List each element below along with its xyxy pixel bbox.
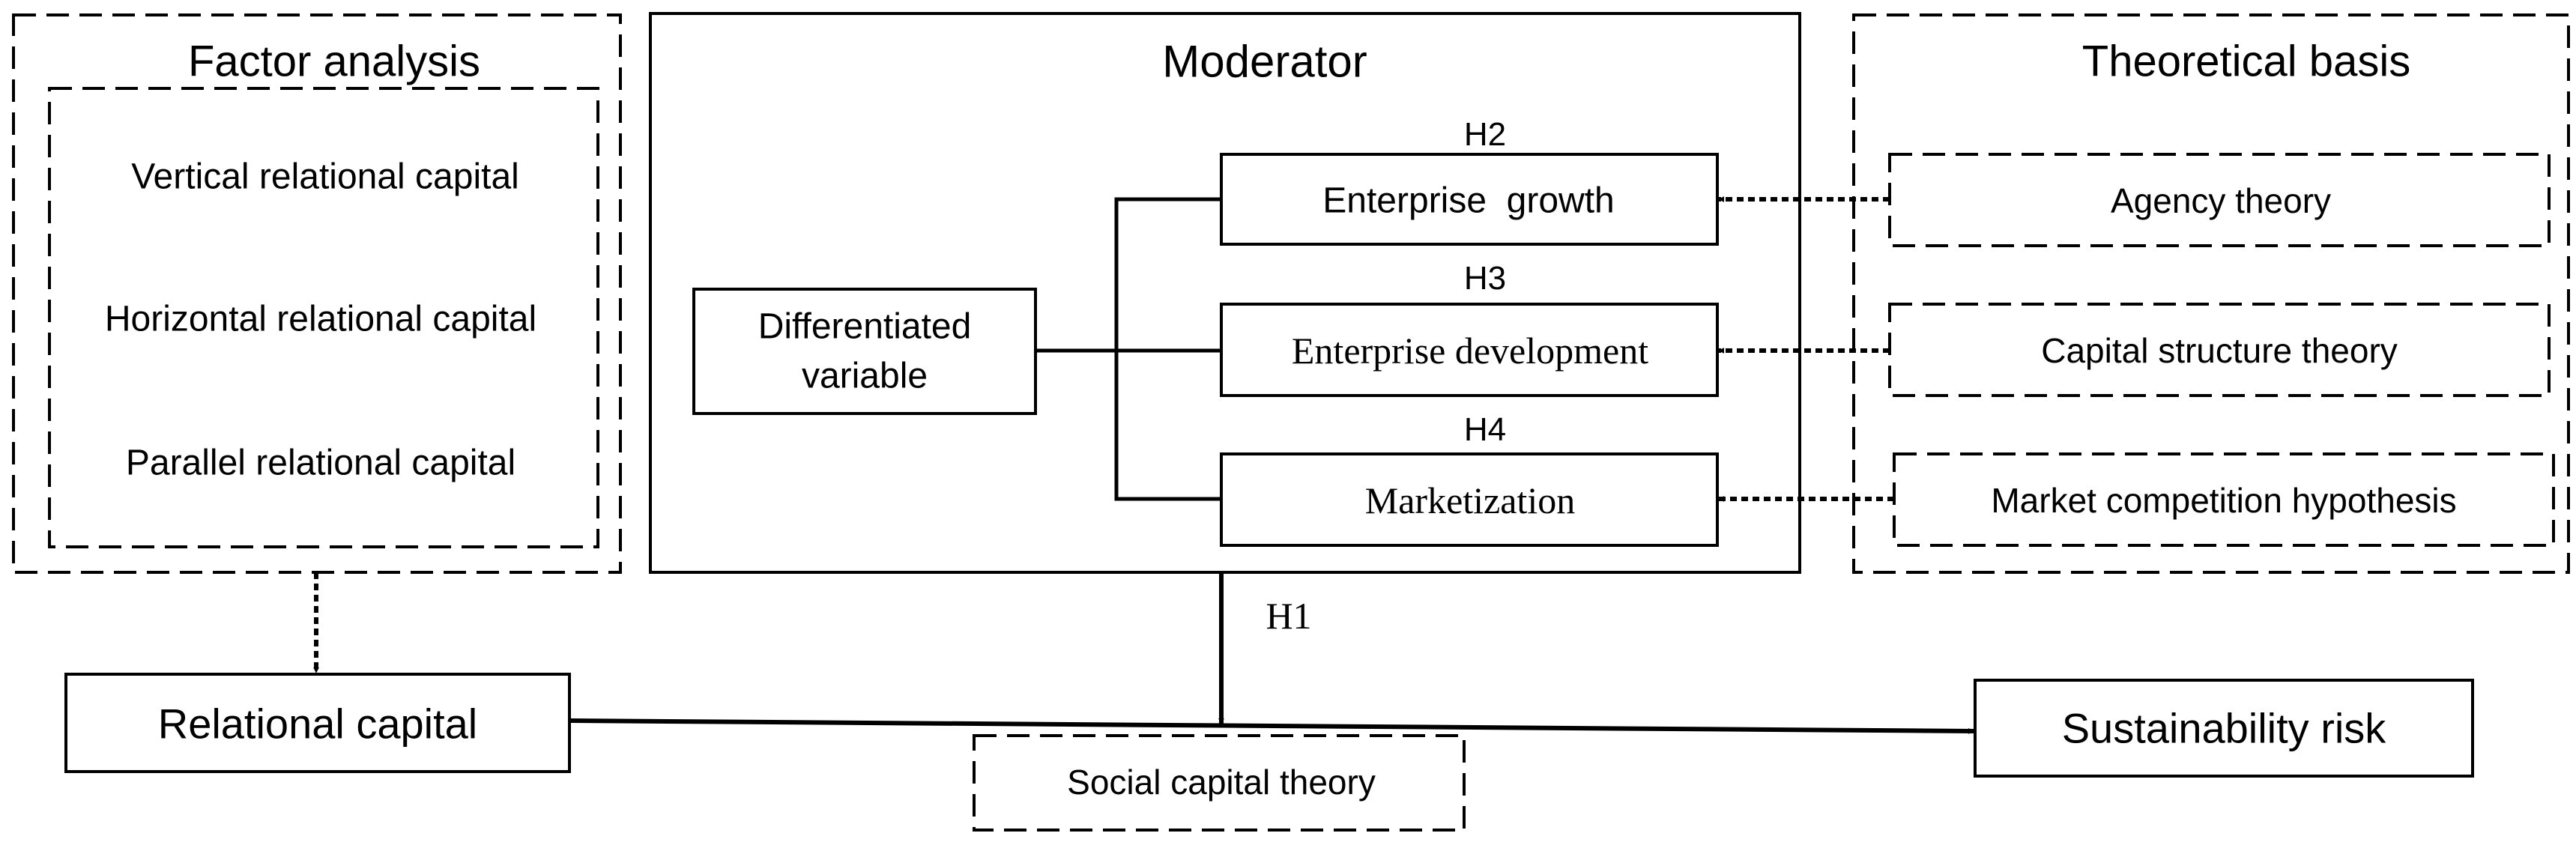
social-capital-theory-label: Social capital theory (1067, 763, 1376, 802)
hypothesis-h1-label: H1 (1266, 595, 1312, 637)
relational-capital-label: Relational capital (157, 700, 478, 748)
parallel-relational-capital-label: Parallel relational capital (125, 443, 516, 483)
hypothesis-h3-label: H3 (1463, 260, 1507, 297)
differentiated-variable-line-1: Differentiated (758, 306, 972, 347)
enterprise-development-label: Enterprise development (1291, 330, 1649, 372)
market-competition-hypothesis-label: Market competition hypothesis (1991, 481, 2457, 520)
enterprise-growth-label: Enterprise growth (1322, 181, 1615, 221)
social-capital-theory-box (973, 734, 1466, 832)
agency-theory-label: Agency theory (2110, 181, 2332, 220)
factor-analysis-title: Factor analysis (187, 37, 481, 86)
factor-analysis-outer-frame (12, 13, 622, 574)
capital-structure-theory-label: Capital structure theory (2041, 331, 2398, 370)
hypothesis-h4-label: H4 (1463, 411, 1507, 448)
moderator-frame (649, 12, 1801, 574)
theoretical-basis-title: Theoretical basis (2081, 37, 2411, 86)
horizontal-relational-capital-label: Horizontal relational capital (104, 299, 537, 339)
differentiated-variable-line-2: variable (801, 356, 928, 396)
sustainability-risk-box (1974, 679, 2474, 778)
marketization-label: Marketization (1364, 479, 1576, 521)
moderator-bracket (1035, 197, 1221, 501)
moderator-title: Moderator (1162, 36, 1367, 87)
sustainability-risk-label: Sustainability risk (2061, 704, 2386, 752)
factor-analysis-inner-frame (48, 87, 599, 548)
hypothesis-h2-label: H2 (1463, 116, 1507, 153)
theoretical-basis-frame (1852, 13, 2570, 574)
vertical-relational-capital-label: Vertical relational capital (131, 157, 519, 197)
main-effect-arrow (569, 718, 1974, 734)
